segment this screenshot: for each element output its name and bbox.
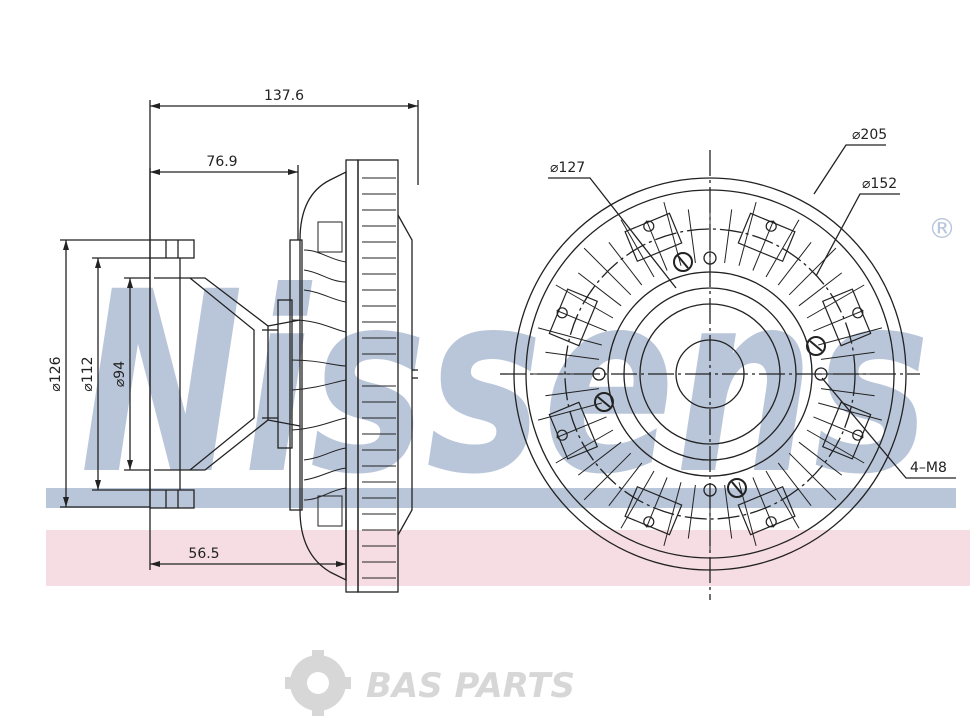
fin-pads	[548, 212, 872, 536]
bas-parts-wordmark: BAS PARTS	[366, 666, 575, 706]
radial-fin	[798, 272, 843, 307]
fin-pad	[624, 212, 683, 263]
pad-hole	[852, 429, 864, 441]
radial-fin	[820, 351, 875, 360]
fin-pad	[737, 212, 796, 263]
radial-fin	[777, 462, 812, 507]
radial-fin	[820, 388, 875, 397]
mount-hole	[703, 483, 717, 497]
radial-fin	[752, 220, 774, 271]
radial-fin	[556, 416, 607, 438]
bolt-head	[727, 478, 747, 498]
leader-d152	[815, 193, 900, 277]
outer-circle-d205	[513, 177, 907, 571]
clutch-body	[262, 159, 418, 593]
registered-mark: ®	[928, 212, 956, 245]
front-view	[500, 144, 956, 600]
radial-fin	[738, 201, 757, 266]
pad-hole	[643, 516, 655, 528]
nissens-watermark: Nissens ®	[46, 212, 970, 586]
dim-label-137-6: 137.6	[264, 88, 304, 104]
radial-fin	[813, 416, 864, 438]
radial-fin	[765, 219, 800, 278]
label-d152: ⌀152	[862, 176, 897, 192]
radial-fin	[813, 310, 864, 332]
fin-pad	[548, 288, 599, 347]
radial-fin	[663, 482, 682, 547]
fin-pad	[821, 288, 872, 347]
leader-4m8	[821, 377, 956, 479]
clutch-fins	[291, 177, 396, 579]
radial-fin	[646, 477, 668, 528]
mount-hole	[703, 251, 717, 265]
radial-fin	[555, 284, 614, 319]
radial-fin	[687, 209, 696, 264]
hub-flange	[149, 239, 195, 509]
pad-hole	[765, 220, 777, 232]
fin-pad	[624, 485, 683, 536]
fin-pad	[821, 401, 872, 460]
bolt-head	[673, 252, 693, 272]
radial-fin	[583, 452, 632, 501]
fin-pad	[548, 401, 599, 460]
radial-fin	[556, 310, 607, 332]
radial-fin	[608, 241, 643, 286]
leader-d127	[548, 177, 677, 289]
radial-fin	[765, 470, 800, 529]
bas-parts-logo: BAS PARTS	[285, 650, 575, 716]
radial-fin	[646, 220, 668, 271]
radial-fin	[806, 284, 865, 319]
dim-label-d94: ⌀94	[112, 361, 128, 387]
label-d205: ⌀205	[852, 127, 887, 143]
leader-d205	[813, 144, 886, 195]
label-4-m8: 4–M8	[910, 460, 947, 476]
hub-circle-d127	[607, 271, 813, 477]
label-d127: ⌀127	[550, 160, 585, 176]
dim-label-d126: ⌀126	[48, 356, 64, 391]
radial-fin	[577, 441, 622, 476]
radial-fin	[687, 484, 696, 539]
dim-label-76-9: 76.9	[206, 154, 237, 170]
radial-fin	[583, 247, 632, 296]
radial-fin	[620, 470, 655, 529]
radial-fin	[577, 272, 622, 307]
radial-fin	[798, 441, 843, 476]
dim-label-d112: ⌀112	[80, 356, 96, 391]
fin-pad	[737, 485, 796, 536]
radial-fin	[724, 484, 733, 539]
radial-fin	[620, 219, 655, 278]
radial-fin	[545, 351, 600, 360]
radial-fin	[537, 402, 602, 421]
bolt-head	[594, 392, 614, 412]
radial-fin	[537, 327, 602, 346]
side-view	[60, 100, 419, 593]
watermark-wordmark: Nissens	[80, 238, 930, 529]
radial-fin	[788, 247, 837, 296]
pad-hole	[643, 220, 655, 232]
radial-fin	[724, 209, 733, 264]
radial-fin	[777, 241, 812, 286]
pad-hole	[556, 429, 568, 441]
gear-icon	[285, 650, 351, 716]
radial-fin	[545, 388, 600, 397]
bolt-head	[806, 336, 826, 356]
watermark-pink-band	[46, 530, 970, 586]
pad-hole	[765, 516, 777, 528]
pad-hole	[556, 307, 568, 319]
radial-fin	[818, 327, 883, 346]
dim-label-56-5: 56.5	[188, 546, 219, 562]
radial-fin	[752, 477, 774, 528]
radial-fin	[555, 429, 614, 464]
hub-web	[180, 277, 301, 471]
radial-fin	[806, 429, 865, 464]
pad-hole	[852, 307, 864, 319]
radial-fin	[608, 462, 643, 507]
mount-hole	[814, 367, 828, 381]
bolt-heads	[594, 252, 826, 498]
mount-hole	[592, 367, 606, 381]
radial-fin	[788, 452, 837, 501]
